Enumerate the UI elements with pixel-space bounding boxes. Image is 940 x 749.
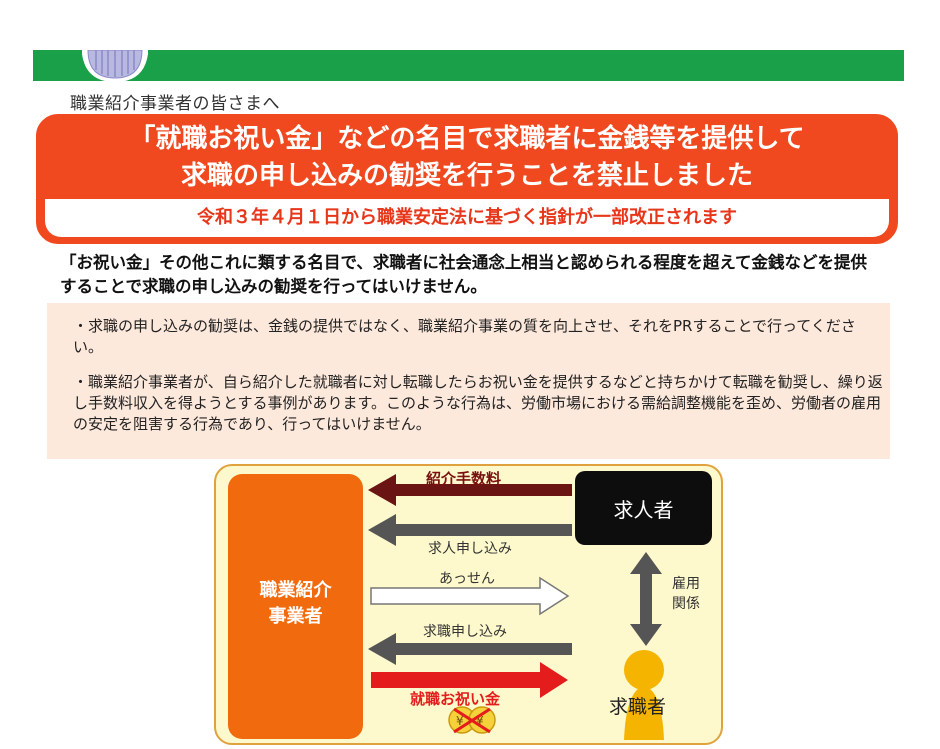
job-application-label: 求職申し込み: [423, 624, 507, 640]
fee-arrow: [368, 474, 572, 506]
mediation-arrow: [370, 576, 570, 616]
mediation-label: あっせん: [439, 571, 495, 587]
note-item-2: ・職業紹介事業者が、自ら紹介した就職者に対し転職したらお祝い金を提供するなどと持…: [73, 373, 883, 433]
banner-title-line-1: 「就職お祝い金」などの名目で求職者に金銭等を提供して: [129, 124, 805, 154]
gift-arrow: [371, 662, 568, 698]
banner-subtitle: 令和３年４月１日から職業安定法に基づく指針が一部改正されます: [45, 199, 889, 237]
banner-title-line-2: 求職の申し込みの勧奨を行うことを禁止しました: [180, 161, 753, 191]
headline-banner: 「就職お祝い金」などの名目で求職者に金銭等を提供して 求職の申し込みの勧奨を行う…: [36, 114, 898, 244]
seeker-label: 求職者: [609, 696, 667, 718]
coin-prohibited-icon: ¥ ¥: [448, 706, 496, 734]
job-seeker-figure: [624, 650, 664, 740]
banner-title: 「就職お祝い金」などの名目で求職者に金銭等を提供して 求職の申し込みの勧奨を行う…: [39, 121, 895, 195]
flow-diagram: ¥ ¥ 職業紹介 事業者 求人者 求職者 紹介手数料 求人申し込み あっせん 求…: [214, 464, 723, 745]
agency-label-line-1: 職業紹介: [259, 580, 332, 601]
job-application-arrow: [368, 633, 572, 665]
diagram-arrows: ¥ ¥: [368, 474, 664, 740]
lead-paragraph: 「お祝い金」その他これに類する名目で、求職者に社会通念上相当と認められる程度を超…: [60, 253, 868, 296]
gift-label: 就職お祝い金: [410, 690, 501, 708]
relation-arrow: [630, 552, 662, 646]
agency-label: 職業紹介 事業者: [228, 578, 363, 630]
employer-box: 求人者: [575, 471, 712, 545]
coin-symbol-left: ¥: [456, 714, 464, 728]
agency-label-line-2: 事業者: [268, 606, 323, 627]
agency-box: 職業紹介 事業者: [228, 474, 363, 739]
notes-box: ・求職の申し込みの勧奨は、金銭の提供ではなく、職業紹介事業の質を向上させ、それを…: [47, 303, 890, 459]
relation-label-line-2: 関係: [672, 596, 700, 612]
header-green-bar: [33, 50, 904, 81]
employer-label: 求人者: [613, 498, 674, 522]
relation-label: 雇用 関係: [668, 574, 704, 614]
coin-symbol-right: ¥: [476, 714, 484, 728]
fee-label: 紹介手数料: [426, 470, 502, 488]
job-offer-arrow: [368, 514, 572, 546]
note-item-1: ・求職の申し込みの勧奨は、金銭の提供ではなく、職業紹介事業の質を向上させ、それを…: [73, 317, 856, 356]
audience-heading: 職業紹介事業者の皆さまへ: [70, 94, 280, 114]
job-offer-label: 求人申し込み: [428, 541, 512, 557]
emblem-icon: [82, 50, 148, 82]
relation-label-line-1: 雇用: [672, 576, 700, 592]
